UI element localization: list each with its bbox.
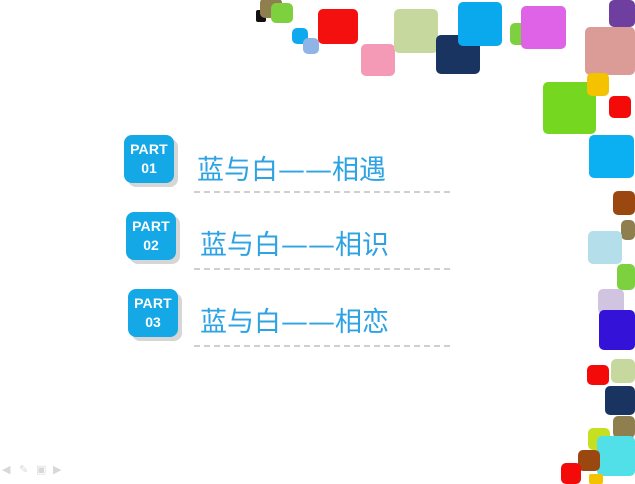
agenda-title: 蓝与白——相遇 xyxy=(197,155,386,186)
part-label: PART xyxy=(134,295,172,311)
part-number: 03 xyxy=(145,314,161,330)
part-number: 02 xyxy=(143,237,159,253)
deco-square xyxy=(617,264,635,290)
part-number: 01 xyxy=(141,160,157,176)
deco-square xyxy=(589,474,603,484)
dashed-divider xyxy=(194,191,450,193)
deco-square xyxy=(621,220,635,240)
part-label: PART xyxy=(130,141,168,157)
deco-square xyxy=(458,2,502,46)
deco-square xyxy=(613,416,635,438)
deco-square xyxy=(611,359,635,383)
deco-square xyxy=(561,463,581,484)
prev-arrow-icon[interactable]: ◀ xyxy=(2,463,11,476)
part-label: PART xyxy=(132,218,170,234)
deco-square xyxy=(588,231,622,264)
dashed-divider xyxy=(194,268,450,270)
next-arrow-icon[interactable]: ▶ xyxy=(53,463,62,476)
deco-square xyxy=(361,44,395,76)
agenda-title: 蓝与白——相识 xyxy=(200,230,389,261)
deco-square xyxy=(394,9,438,53)
slideshow-toolbar: ◀ ✎ ▣ ▶ xyxy=(2,464,64,475)
deco-square xyxy=(589,135,634,178)
part-badge: PART 01 xyxy=(124,135,174,183)
agenda-title: 蓝与白——相恋 xyxy=(200,307,389,338)
part-badge: PART 03 xyxy=(128,289,178,337)
deco-square xyxy=(613,191,635,215)
deco-square xyxy=(271,3,293,23)
deco-square xyxy=(609,0,635,27)
deco-square xyxy=(597,436,635,476)
pen-icon[interactable]: ✎ xyxy=(19,463,29,476)
part-badge: PART 02 xyxy=(126,212,176,260)
deco-square xyxy=(587,365,609,385)
deco-square xyxy=(605,386,635,415)
deco-square xyxy=(303,38,319,54)
deco-square xyxy=(521,6,566,49)
deco-square xyxy=(599,310,635,350)
deco-square xyxy=(578,450,600,471)
slides-menu-icon[interactable]: ▣ xyxy=(36,463,47,476)
dashed-divider xyxy=(194,345,450,347)
deco-square xyxy=(587,73,609,96)
deco-square xyxy=(609,96,631,118)
deco-square xyxy=(598,289,624,314)
deco-square xyxy=(585,27,635,75)
deco-square xyxy=(318,9,358,44)
